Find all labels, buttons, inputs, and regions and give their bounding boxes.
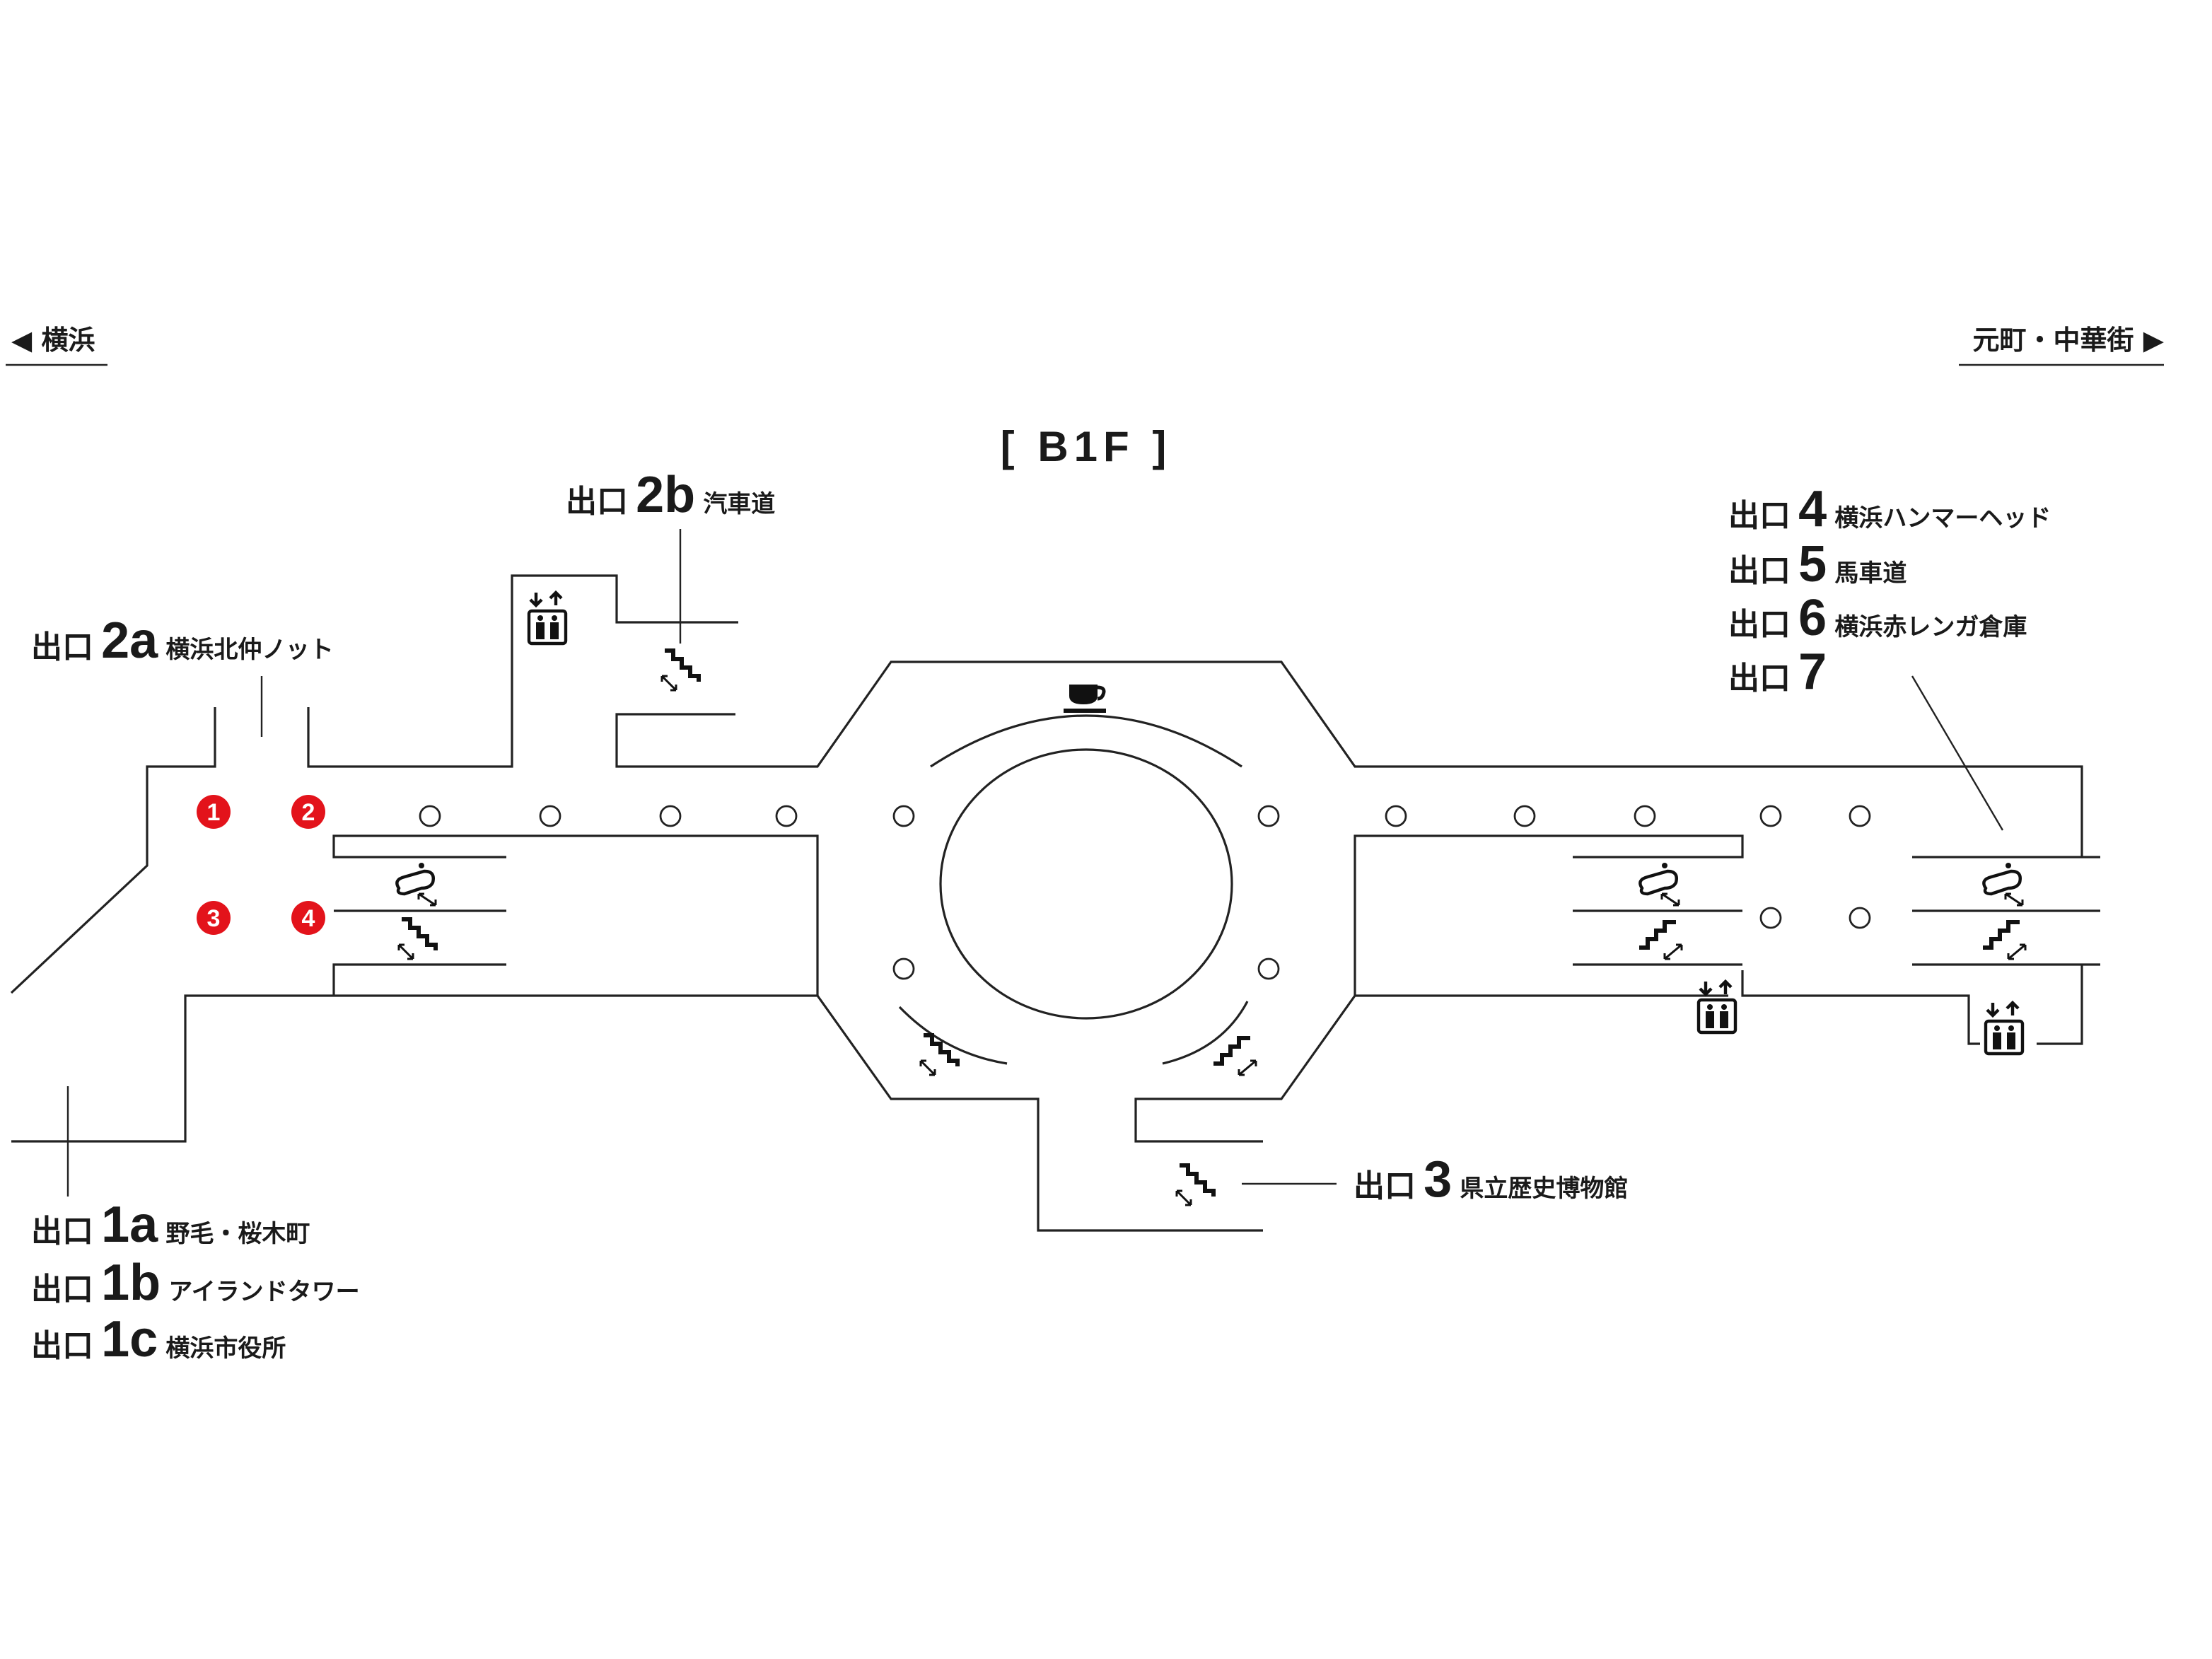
exit-6-label: 出口 6 横浜赤レンガ倉庫 <box>1728 590 2027 646</box>
svg-text:元町・中華街 ▶: 元町・中華街 ▶ <box>1973 325 2165 356</box>
exit-5-label: 出口 5 馬車道 <box>1728 536 1907 593</box>
central-circle <box>939 748 1233 1020</box>
exit-2b-label: 出口 2b 汽車道 <box>566 467 775 523</box>
gate-1: 1 <box>197 795 231 829</box>
svg-text:4: 4 <box>302 905 315 932</box>
exit-1a-label: 出口 1a 野毛・桜木町 <box>31 1197 310 1253</box>
stairs-icon <box>1213 1038 1256 1075</box>
stairs-icon <box>1177 1165 1213 1205</box>
stairs-icon <box>1639 922 1682 959</box>
gate-2: 2 <box>291 795 325 829</box>
gate-4: 4 <box>291 901 325 935</box>
exit-3-label: 出口 3 県立歴史博物館 <box>1354 1151 1628 1208</box>
svg-text:1: 1 <box>207 799 221 826</box>
cafe-icon <box>1064 685 1106 713</box>
map-walls <box>10 529 2100 1232</box>
escalator-icon <box>1984 863 2022 905</box>
svg-text:◀ 横浜: ◀ 横浜 <box>11 325 95 356</box>
stairs-icon <box>1983 922 2025 959</box>
exit-1c-label: 出口 1c 横浜市役所 <box>31 1311 286 1368</box>
nav-right-motomachi[interactable]: 元町・中華街 ▶ <box>1959 325 2165 366</box>
elevator-icon <box>529 593 566 644</box>
elevator-icon <box>1986 1003 2022 1054</box>
floor-label: [ B1F ] <box>1001 423 1172 470</box>
nav-left-yokohama[interactable]: ◀ 横浜 <box>6 325 107 366</box>
elevator-icon <box>1699 982 1735 1032</box>
svg-text:2: 2 <box>302 799 315 826</box>
exit-1b-label: 出口 1b アイランドタワー <box>31 1255 360 1311</box>
svg-text:3: 3 <box>207 905 221 932</box>
stairs-icon <box>662 651 699 690</box>
stairs-icon <box>399 919 436 959</box>
escalator-icon <box>397 863 436 905</box>
gate-3: 3 <box>197 901 231 935</box>
exit-7-label: 出口 7 <box>1728 644 1827 700</box>
escalator-icon <box>1640 863 1679 905</box>
stairs-icon <box>921 1035 957 1075</box>
pillars <box>419 805 1871 980</box>
exit-2a-label: 出口 2a 横浜北仲ノット <box>31 612 334 669</box>
exit-4-label: 出口 4 横浜ハンマーヘッド <box>1728 481 2051 537</box>
